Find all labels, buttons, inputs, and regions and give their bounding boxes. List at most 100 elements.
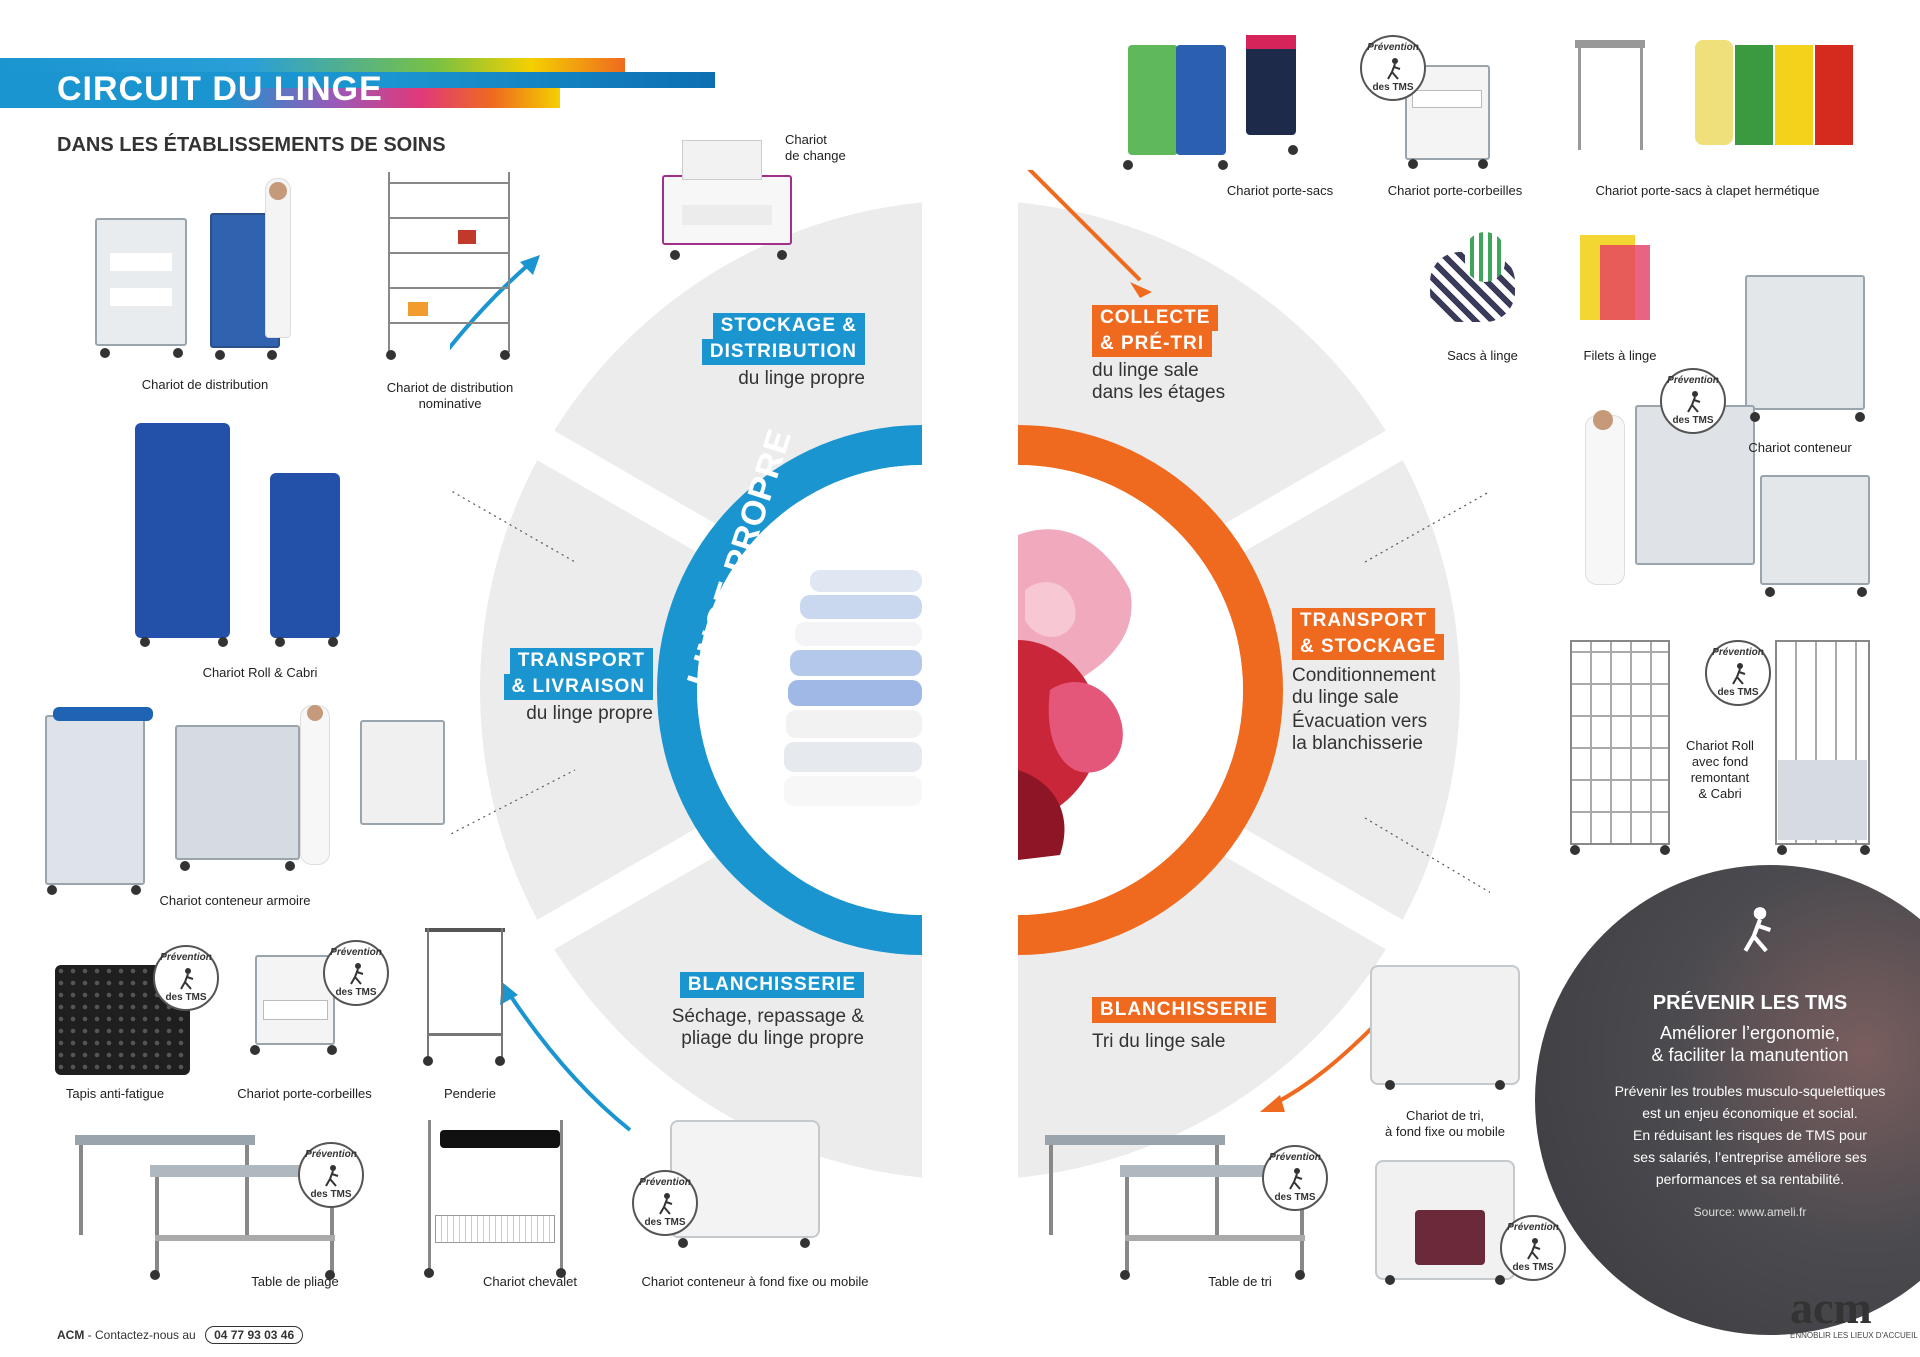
acm-tagline: ENNOBLIR LES LIEUX D'ACCUEIL: [1790, 1331, 1918, 1340]
stage-transport-propre-title-1: TRANSPORT: [509, 648, 653, 674]
tms-body-5: performances et sa rentabilité.: [1655, 1171, 1845, 1187]
conteneur-image: [1575, 275, 1875, 600]
tms-lead-1: Améliorer l’ergonomie,: [1659, 1023, 1841, 1043]
prevention-badge: Prévention des TMS: [632, 1170, 698, 1236]
chariot-tri-image: [1365, 960, 1525, 1095]
stage-blanch-propre-title: BLANCHISSERIE: [679, 972, 864, 998]
stage-collecte-title-2: & PRÉ-TRI: [1092, 331, 1212, 357]
badge-bottom: des TMS: [1512, 1262, 1554, 1273]
roll-fond-caption-3: remontant: [1690, 770, 1750, 785]
badge-bottom: des TMS: [165, 992, 207, 1003]
stage-collecte-title-1: COLLECTE: [1092, 305, 1219, 331]
porte-corbeilles-left-image: [245, 945, 345, 1060]
chariot-chevalet-caption: Chariot chevalet: [483, 1274, 577, 1289]
chariot-change-caption-2: de change: [785, 148, 846, 163]
tms-info-panel: PRÉVENIR LES TMS Améliorer l’ergonomie, …: [1535, 865, 1920, 1335]
stage-collecte-sub-2: dans les étages: [1092, 382, 1226, 403]
conteneur-caption: Chariot conteneur: [1748, 440, 1852, 455]
chariot-change-caption-1: Chariot: [785, 132, 827, 147]
back-pain-icon: [1732, 663, 1746, 685]
tapis-caption: Tapis anti-fatigue: [65, 1086, 165, 1101]
conteneur-fond-image: [660, 1120, 830, 1250]
stage-transport-sale-sub-1: Conditionnement: [1292, 665, 1436, 686]
penderie-image: [423, 928, 505, 1068]
badge-bottom: des TMS: [335, 987, 377, 998]
chariot-roll-cabri-image: [130, 423, 350, 648]
stage-collecte: COLLECTE & PRÉ-TRI du linge sale dans le…: [1092, 305, 1292, 404]
badge-bottom: des TMS: [310, 1189, 352, 1200]
roll-fond-caption-2: avec fond: [1691, 754, 1749, 769]
tms-title: PRÉVENIR LES TMS: [1652, 992, 1848, 1014]
badge-top: Prévention: [330, 947, 382, 958]
back-pain-icon: [1743, 907, 1772, 953]
back-pain-icon: [1387, 58, 1401, 80]
back-pain-icon: [1527, 1238, 1541, 1260]
tms-source: Source: www.ameli.fr: [1693, 1205, 1807, 1219]
circuit-diagram: [450, 170, 1490, 1178]
footer-brand-prefix: ACM: [57, 1328, 85, 1342]
badge-bottom: des TMS: [1717, 687, 1759, 698]
chariot-nominative-caption-2: nominative: [418, 396, 482, 411]
stage-stockage-title-2: DISTRIBUTION: [701, 339, 865, 365]
badge-top: Prévention: [639, 1177, 691, 1188]
chariot-distribution-image: [95, 178, 315, 368]
stage-transport-propre-title-2: & LIVRAISON: [503, 674, 653, 700]
stage-transport-sale-sub-3: Évacuation vers: [1292, 711, 1428, 732]
badge-bottom: des TMS: [644, 1217, 686, 1228]
chariot-nominative-image: [386, 172, 510, 362]
conteneur-fond-caption: Chariot conteneur à fond fixe ou mobile: [641, 1274, 869, 1289]
porte-corbeilles-left-caption: Chariot porte-corbeilles: [237, 1086, 372, 1101]
phone-link[interactable]: 04 77 93 03 46: [205, 1326, 304, 1344]
chariot-nominative-caption: Chariot de distribution nominative: [370, 380, 530, 412]
dirty-ring: [1018, 425, 1283, 955]
badge-bottom: des TMS: [1372, 82, 1414, 93]
chariot-tri-caption-1: Chariot de tri,: [1405, 1108, 1485, 1123]
stage-blanch-sale-sub: Tri du linge sale: [1092, 1031, 1226, 1052]
stage-transport-sale: TRANSPORT & STOCKAGE Conditionnement du …: [1292, 608, 1492, 755]
clean-ring: [657, 425, 922, 955]
porte-sacs-clapet-caption: Chariot porte-sacs à clapet hermétique: [1595, 183, 1820, 198]
stage-stockage-sub: du linge propre: [738, 368, 865, 389]
porte-corbeilles-right-caption: Chariot porte-corbeilles: [1387, 183, 1523, 198]
badge-bottom: des TMS: [1274, 1192, 1316, 1203]
footer-contact: ACM - Contactez-nous au 04 77 93 03 46: [57, 1326, 304, 1344]
tms-body-2: est un enjeu économique et social.: [1642, 1105, 1858, 1121]
table-pliage-caption: Table de pliage: [251, 1274, 339, 1289]
prevention-badge: Prévention des TMS: [298, 1142, 364, 1208]
tms-lead-2: & faciliter la manutention: [1651, 1045, 1849, 1065]
chariot-roll-cabri-caption: Chariot Roll & Cabri: [202, 665, 318, 680]
chariot-distribution-caption: Chariot de distribution: [141, 377, 269, 392]
stage-transport-sale-sub-4: la blanchisserie: [1292, 733, 1423, 754]
stage-blanch-sale-title: BLANCHISSERIE: [1092, 997, 1277, 1023]
conteneur-fond-mobile-image: [1375, 1155, 1525, 1290]
stage-blanch-propre-sub-1: Séchage, repassage &: [671, 1006, 864, 1027]
filets-image: [1580, 230, 1655, 330]
stage-transport-propre: TRANSPORT & LIVRAISON du linge propre: [470, 648, 653, 725]
penderie-caption: Penderie: [443, 1086, 497, 1101]
badge-top: Prévention: [305, 1149, 357, 1160]
page-subtitle: DANS LES ÉTABLISSEMENTS DE SOINS: [57, 134, 446, 156]
stage-transport-propre-sub: du linge propre: [526, 703, 653, 724]
roll-fond-image: [1565, 640, 1885, 855]
chariot-change-caption: Chariot de change: [785, 132, 846, 164]
chariot-chevalet-image: [420, 1120, 570, 1280]
prevention-badge: Prévention des TMS: [323, 940, 389, 1006]
sacs-caption: Sacs à linge: [1447, 348, 1518, 363]
table-pliage-image: [75, 1135, 345, 1285]
roll-fond-caption: Chariot Roll avec fond remontant & Cabri: [1670, 738, 1770, 802]
page-title: CIRCUIT DU LINGE: [57, 70, 383, 108]
roll-fond-caption-1: Chariot Roll: [1686, 738, 1754, 753]
acm-logo: acm: [1790, 1282, 1872, 1333]
badge-bottom: des TMS: [1672, 415, 1714, 426]
tms-body-1: Prévenir les troubles musculo-squelettiq…: [1614, 1083, 1886, 1099]
back-pain-icon: [325, 1165, 339, 1187]
tms-body-4: ses salariés, l’entreprise améliore ses: [1633, 1149, 1867, 1165]
stage-blanch-sale: BLANCHISSERIE Tri du linge sale: [1092, 997, 1312, 1053]
dirty-linen-image: [1018, 529, 1132, 860]
chariot-tri-caption: Chariot de tri, à fond fixe ou mobile: [1355, 1108, 1535, 1140]
